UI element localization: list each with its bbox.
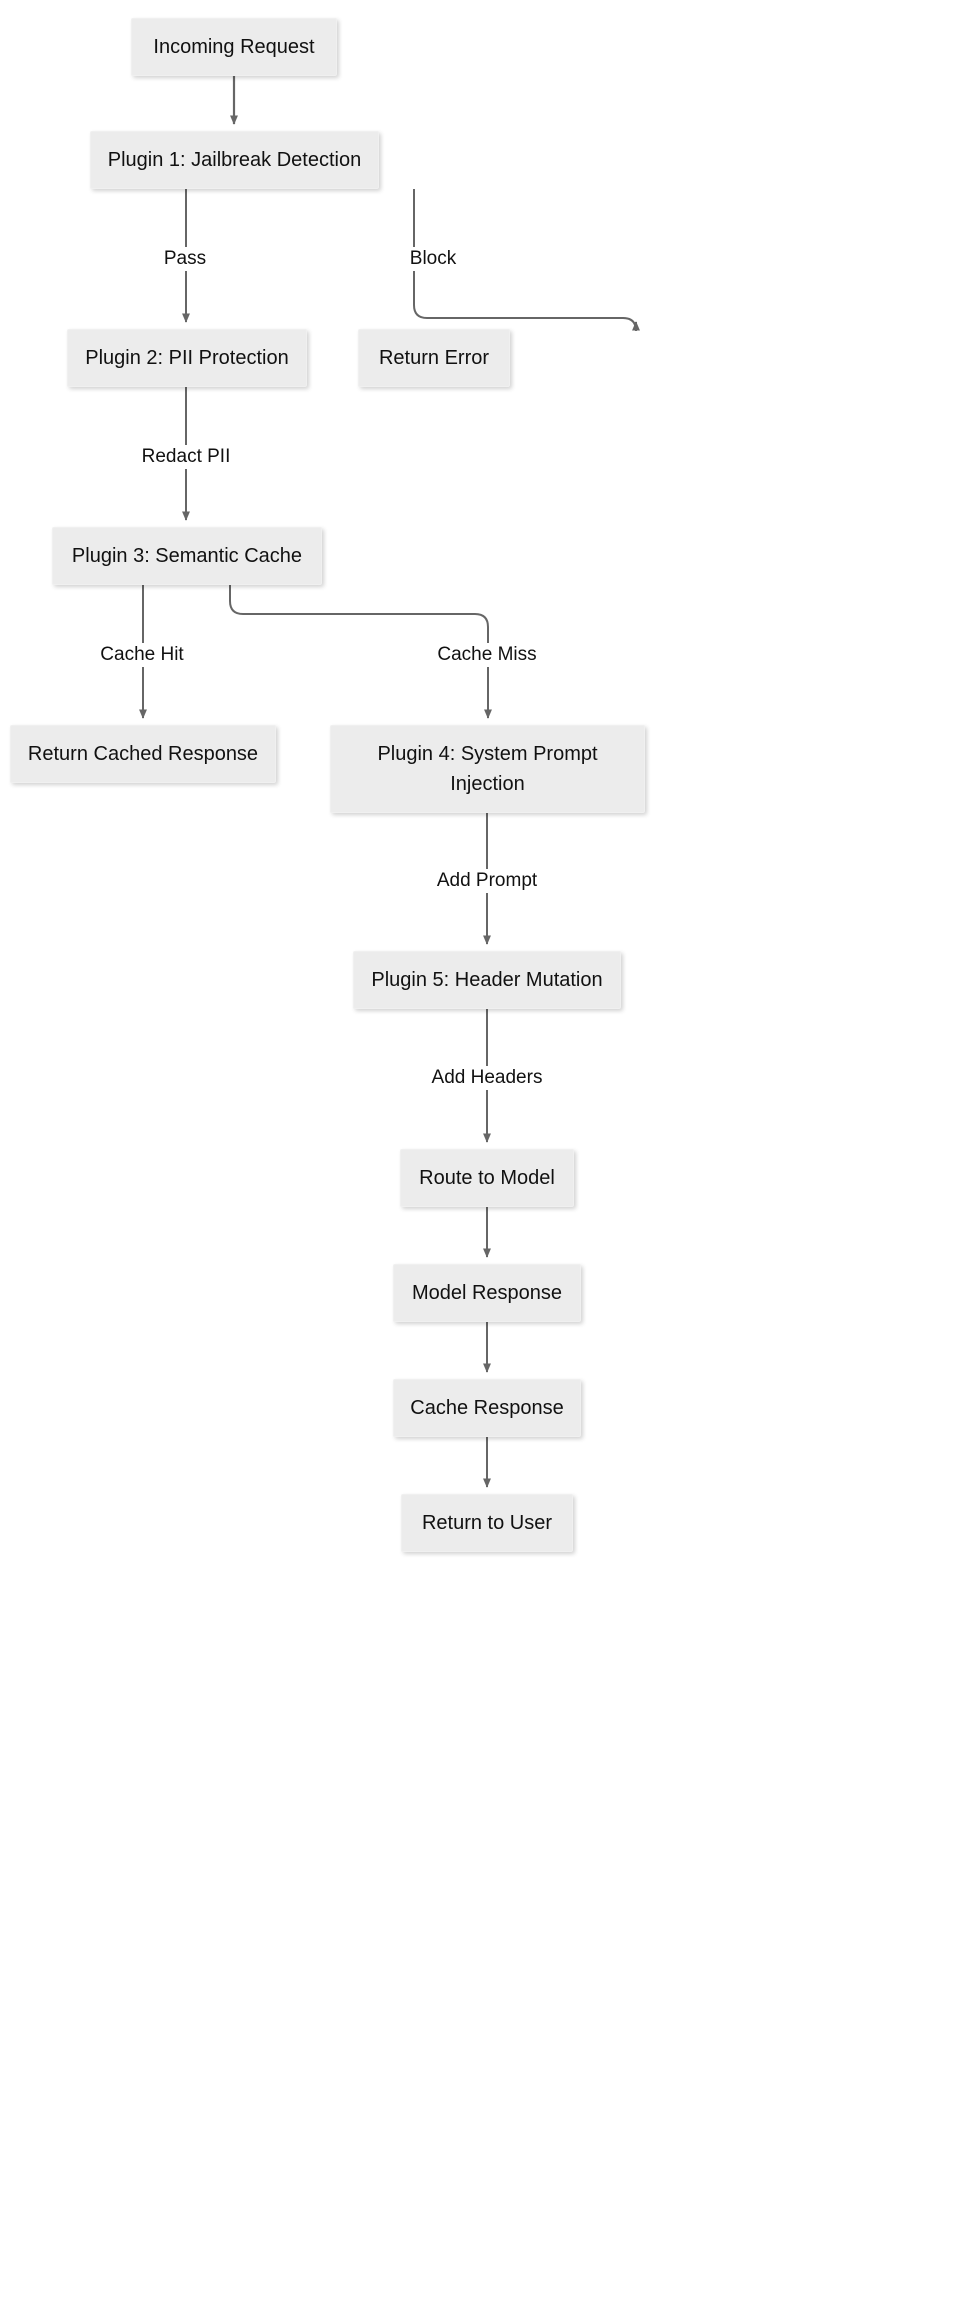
edge-plugin3-to-plugin4 xyxy=(229,585,492,719)
edge-plugin1-to-return-error xyxy=(413,189,640,332)
edge-label-add-headers: Add Headers xyxy=(426,1066,548,1090)
node-return-to-user[interactable]: Return to User xyxy=(401,1494,573,1552)
node-incoming-request[interactable]: Incoming Request xyxy=(131,18,337,76)
node-route-to-model[interactable]: Route to Model xyxy=(400,1149,574,1207)
node-return-cached-response[interactable]: Return Cached Response xyxy=(10,725,276,783)
node-model-response[interactable]: Model Response xyxy=(393,1264,581,1322)
edge-label-cache-miss: Cache Miss xyxy=(432,643,542,667)
node-plugin-1-jailbreak-detection[interactable]: Plugin 1: Jailbreak Detection xyxy=(90,131,379,189)
node-return-error[interactable]: Return Error xyxy=(358,329,510,387)
edge-label-block: Block xyxy=(404,247,462,271)
edge-label-cache-hit: Cache Hit xyxy=(95,643,189,667)
edge-label-redact-pii: Redact PII xyxy=(136,445,236,469)
node-plugin-3-semantic-cache[interactable]: Plugin 3: Semantic Cache xyxy=(52,527,322,585)
node-plugin-5-header-mutation[interactable]: Plugin 5: Header Mutation xyxy=(353,951,621,1009)
node-plugin-2-pii-protection[interactable]: Plugin 2: PII Protection xyxy=(67,329,307,387)
node-plugin-4-system-prompt-injection[interactable]: Plugin 4: System Prompt Injection xyxy=(330,725,645,813)
edge-label-add-prompt: Add Prompt xyxy=(431,869,543,893)
node-cache-response[interactable]: Cache Response xyxy=(393,1379,581,1437)
edge-label-pass: Pass xyxy=(158,247,212,271)
